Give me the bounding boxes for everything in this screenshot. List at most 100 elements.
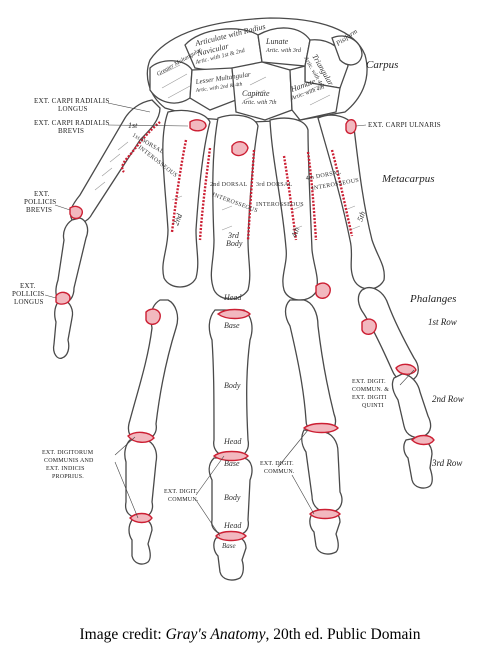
label-dorsal-2: 2nd DORSAL	[210, 182, 248, 188]
little-phalanges	[357, 286, 433, 489]
little-distal-phalanx	[403, 437, 433, 489]
label-base-p3: Base	[222, 542, 236, 550]
insertion-interosseous-4b	[330, 149, 354, 237]
label-mc-2: 2nd	[171, 211, 184, 226]
label-base-p1: Base	[224, 321, 240, 330]
insertion-interosseous-2	[198, 147, 212, 241]
insertion-interosseous-4	[306, 151, 318, 241]
leader-edcq	[399, 369, 415, 386]
metacarpal-shading	[94, 141, 361, 231]
tendon-insertions	[55, 119, 435, 542]
metacarpal-5	[317, 114, 385, 290]
label-edc-ind-2: COMMUNIS AND	[44, 458, 94, 464]
caption-source: Gray's Anatomy	[165, 626, 266, 643]
insertion-index-p1	[145, 308, 161, 325]
insertion-mc3-base	[231, 141, 249, 157]
index-distal-phalanx	[128, 517, 153, 565]
label-head-p1: Head	[223, 437, 242, 446]
insertion-index-p2	[127, 431, 155, 443]
label-epl-2: POLLICIS	[12, 290, 44, 298]
label-mc-4: 4th	[289, 226, 301, 239]
label-mc-5: 5th	[355, 210, 367, 223]
ring-phalanges	[284, 299, 343, 555]
insertion-ecrl	[121, 121, 161, 173]
label-head-mc: Head	[223, 293, 242, 302]
middle-distal-phalanx	[213, 535, 247, 581]
leader-edc-ind-a	[114, 436, 136, 456]
insertion-little-p3	[411, 434, 435, 446]
insertion-little-p2	[395, 363, 417, 375]
lesser-multangular-bone	[189, 67, 237, 111]
leader-ecrl	[107, 102, 151, 113]
leader-edc-ind-b	[114, 461, 139, 519]
leader-edc-mid	[195, 455, 225, 496]
label-edcq-1: EXT. DIGIT.	[352, 379, 386, 385]
hand-skeleton-diagram: Articulate with Radius Navicular Artic. …	[12, 17, 464, 581]
caption-suffix: , 20th ed. Public Domain	[265, 626, 421, 643]
label-epb-1: EXT.	[34, 190, 50, 198]
leader-lines	[44, 102, 415, 537]
caption-prefix: Image credit:	[79, 626, 166, 643]
label-mc-1: 1st	[128, 121, 138, 130]
label-mc-3-body: Body	[226, 239, 243, 248]
label-mc-3: 3rd	[227, 231, 240, 240]
leader-edc-mid-b	[195, 499, 221, 537]
hamate-bone	[289, 65, 341, 121]
label-ecrb-2: BREVIS	[58, 127, 84, 135]
middle-finger-phalanges	[208, 309, 253, 581]
label-epl-3: LONGUS	[14, 298, 44, 306]
label-edc-ind-1: EXT. DIGITORUM	[42, 450, 94, 456]
label-row-2: 2nd Row	[432, 394, 464, 404]
label-epb-2: POLLICIS	[24, 198, 56, 206]
index-phalanges	[124, 299, 179, 565]
label-body-p2: Body	[224, 493, 241, 502]
label-base-p2: Base	[224, 459, 240, 468]
leader-epb	[54, 204, 71, 211]
label-ecu: EXT. CARPI ULNARIS	[368, 121, 441, 129]
muscle-labels: EXT. CARPI RADIALIS LONGUS EXT. CARPI RA…	[12, 97, 464, 503]
insertion-epb	[69, 205, 83, 220]
metacarpal-3	[210, 114, 259, 300]
insertion-interosseous-1	[170, 139, 188, 233]
label-lunate-sub: Artic. with 3rd	[265, 48, 302, 54]
insertion-little-p1	[361, 318, 377, 335]
label-phalanges: Phalanges	[409, 293, 456, 305]
insertion-ring-p1	[315, 282, 331, 299]
thumb-distal-phalanx	[52, 299, 74, 360]
insertion-interosseous-3	[246, 149, 256, 241]
insertion-ring-p3	[309, 508, 341, 520]
leader-edc-ring	[277, 429, 309, 468]
label-ecrb-1: EXT. CARPI RADIALIS	[34, 119, 109, 127]
label-edcq-4: QUINTI	[362, 403, 384, 409]
label-metacarpus: Metacarpus	[381, 173, 435, 185]
label-edc-ind-3: EXT. INDICIS	[46, 466, 85, 472]
label-edc-mid-2: COMMUN.	[168, 497, 199, 503]
little-middle-phalanx	[391, 373, 432, 439]
label-edc-mid-1: EXT. DIGIT.	[164, 489, 198, 495]
insertion-ecrb	[189, 119, 207, 132]
label-epb-3: BREVIS	[26, 206, 52, 214]
lunate-bone	[257, 27, 311, 67]
label-capitate: Capitate	[242, 89, 270, 98]
label-ecrl-1: EXT. CARPI RADIALIS	[34, 97, 109, 105]
label-row-1: 1st Row	[428, 317, 457, 327]
pisiform-bone	[331, 35, 363, 66]
label-ecrl-2: LONGUS	[58, 105, 88, 113]
insertion-index-p3	[129, 512, 153, 524]
image-credit-caption: Image credit: Gray's Anatomy, 20th ed. P…	[0, 626, 500, 644]
label-epl-1: EXT.	[20, 282, 36, 290]
label-row-3: 3rd Row	[431, 458, 462, 468]
carpal-bones	[146, 17, 368, 123]
insertion-interosseous-3b	[282, 155, 298, 241]
label-edc-ring-1: EXT. DIGIT.	[260, 461, 294, 467]
label-edc-ind-4: PROPRIUS.	[52, 474, 84, 480]
label-capitate-sub: Artic. with 7th	[241, 100, 277, 106]
thumb-proximal-phalanx	[55, 217, 89, 303]
insertion-epl	[55, 291, 71, 305]
insertion-ring-p2	[302, 422, 339, 434]
carpus-shading	[159, 64, 331, 106]
label-dorsal-3: 3rd DORSAL	[256, 182, 293, 188]
leader-epl	[44, 294, 57, 299]
ring-proximal-phalanx	[284, 299, 337, 436]
label-edcq-2: COMMUN. &	[352, 387, 389, 393]
